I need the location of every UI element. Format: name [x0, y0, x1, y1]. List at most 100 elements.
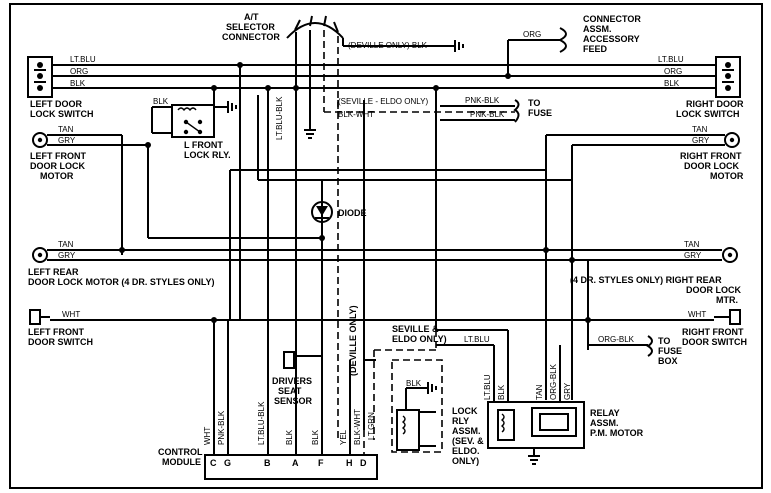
right-front-door-switch-label-2: DOOR SWITCH: [682, 337, 747, 347]
right-rear-motor-label-2: DOOR LOCK: [686, 285, 741, 295]
right-rear-motor-label-3: MTR.: [716, 295, 738, 305]
wire-label-blk-right: BLK: [664, 79, 680, 88]
lock-relay-label-6: ONLY): [452, 456, 479, 466]
wire-label-tan-rf: TAN: [692, 125, 708, 134]
top-bus-wires: [50, 64, 722, 89]
right-door-lock-switch: [715, 56, 741, 98]
wire-label-lt-grn-module: LT.GRN: [367, 412, 376, 440]
wire-label-lt-blu-relay: LT.BLU: [483, 374, 492, 400]
left-front-motor-label-1: LEFT FRONT: [30, 151, 86, 161]
accessory-feed-label-4: FEED: [583, 44, 608, 54]
wire-label-blk-wht: BLK-WHT: [338, 110, 374, 119]
left-front-motor-label-2: DOOR LOCK: [30, 161, 85, 171]
seville-eldo-label-1: SEVILLE &: [392, 324, 439, 334]
wire-label-wht-module: WHT: [203, 427, 212, 445]
wire-label-blk-relay-v: BLK: [497, 384, 506, 400]
right-rear-door-lock-motor: [722, 247, 738, 263]
module-pin-c: C: [210, 458, 217, 468]
wire-label-lt-blu-mid: LT.BLU: [464, 335, 490, 344]
control-module-label-1: CONTROL: [158, 447, 203, 457]
lock-relay-label-4: (SEV. &: [452, 436, 484, 446]
at-label-2: SELECTOR: [226, 22, 275, 32]
wire-label-blk-lock-relay: BLK: [406, 379, 422, 388]
at-selector-connector: [286, 15, 344, 39]
to-fuse-box-label-2: FUSE: [658, 346, 682, 356]
wire-label-lt-blu-right: LT.BLU: [658, 55, 684, 64]
module-pin-d: D: [360, 458, 367, 468]
wire-label-lt-blu-blk-module: LT.BLU-BLK: [257, 401, 266, 445]
at-label-3: CONNECTOR: [222, 32, 280, 42]
right-front-motor-label-3: MOTOR: [710, 171, 744, 181]
wire-label-gry-relay: GRY: [563, 382, 572, 400]
wire-label-wht-right: WHT: [688, 310, 706, 319]
lock-relay-label-3: ASSM.: [452, 426, 481, 436]
ground-symbol-selector: [304, 129, 316, 139]
left-front-door-lock-motor: [32, 132, 48, 148]
to-fuse-box-label-1: TO: [658, 336, 670, 346]
left-rear-door-lock-motor: [32, 247, 48, 263]
left-door-lock-switch-label-2: LOCK SWITCH: [30, 109, 94, 119]
left-front-door-switch-label-1: LEFT FRONT: [28, 327, 84, 337]
drivers-seat-sensor-label-1: DRIVERS: [272, 376, 312, 386]
wire-label-blk-wht-module: BLK-WHT: [353, 409, 362, 445]
accessory-feed-label-3: ACCESSORY: [583, 34, 640, 44]
wire-label-pnk-blk-module: PNK-BLK: [217, 410, 226, 445]
lock-relay-label-5: ELDO.: [452, 446, 480, 456]
l-front-lock-relay-label-1: L FRONT: [184, 140, 223, 150]
relay-assm-label-2: ASSM.: [590, 418, 619, 428]
wire-label-gry-rr: GRY: [684, 251, 702, 260]
left-front-motor-label-3: MOTOR: [40, 171, 74, 181]
ground-symbol-top: [454, 40, 464, 52]
wire-label-pnk-blk-2: PNK-BLK: [470, 110, 505, 119]
wire-label-seville-eldo-only: (SEVILLE - ELDO ONLY): [338, 97, 428, 106]
wire-label-tan-lf: TAN: [58, 125, 74, 134]
left-front-door-switch-label-2: DOOR SWITCH: [28, 337, 93, 347]
module-pin-f: F: [318, 458, 324, 468]
right-front-motor-label-1: RIGHT FRONT: [680, 151, 742, 161]
diode: [311, 201, 333, 223]
accessory-feed-label-2: ASSM.: [583, 24, 612, 34]
control-module: [204, 454, 378, 480]
left-front-door-switch: [29, 309, 50, 325]
drivers-seat-sensor-label-2: SEAT: [278, 386, 302, 396]
lock-relay-assm: [391, 359, 443, 453]
wire-label-lt-blu-blk-top: LT.BLU-BLK: [275, 96, 284, 140]
right-front-door-lock-motor: [724, 132, 740, 148]
to-fuse-connector: [513, 99, 520, 123]
ground-symbol-pm-motor: [528, 455, 540, 465]
wire-label-org-right: ORG: [664, 67, 682, 76]
wire-label-tan-rr: TAN: [684, 240, 700, 249]
left-rear-motor-label-2: DOOR LOCK MOTOR (4 DR. STYLES ONLY): [28, 277, 215, 287]
l-front-lock-relay-label-2: LOCK RLY.: [184, 150, 231, 160]
right-front-door-switch-label-1: RIGHT FRONT: [682, 327, 744, 337]
to-fuse-label-2: FUSE: [528, 108, 552, 118]
wire-label-blk-module-a: BLK: [285, 429, 294, 445]
wire-label-gry-lf: GRY: [58, 136, 76, 145]
drivers-seat-sensor-label-3: SENSOR: [274, 396, 313, 406]
lock-relay-label-2: RLY: [452, 416, 469, 426]
wire-label-blk-left: BLK: [70, 79, 86, 88]
left-door-lock-switch: [27, 56, 53, 98]
wire-label-tan-lr: TAN: [58, 240, 74, 249]
wire-label-org-blk-fusebox: ORG-BLK: [598, 335, 635, 344]
wire-label-tan-relay: TAN: [535, 384, 544, 400]
module-pin-h: H: [346, 458, 353, 468]
left-door-lock-switch-label-1: LEFT DOOR: [30, 99, 82, 109]
to-fuse-box-label-3: BOX: [658, 356, 678, 366]
wire-label-gry-lr: GRY: [58, 251, 76, 260]
accessory-feed-label-1: CONNECTOR: [583, 14, 641, 24]
seville-eldo-label-2: ELDO ONLY): [392, 334, 447, 344]
wire-label-lt-blu-left: LT.BLU: [70, 55, 96, 64]
wire-label-org-blk-relay: ORG-BLK: [549, 363, 558, 400]
right-front-door-switch: [714, 309, 741, 325]
module-pin-a: A: [292, 458, 299, 468]
module-pin-g: G: [224, 458, 231, 468]
ground-symbol-lock-relay: [427, 382, 437, 394]
accessory-feed-connector: [557, 27, 567, 53]
relay-assm-label-3: P.M. MOTOR: [590, 428, 644, 438]
relay-assm-label-1: RELAY: [590, 408, 620, 418]
right-front-motor-label-2: DOOR LOCK: [684, 161, 739, 171]
drivers-seat-sensor: [283, 351, 322, 369]
diagram-border: [9, 3, 763, 489]
right-door-lock-switch-label-1: RIGHT DOOR: [686, 99, 744, 109]
